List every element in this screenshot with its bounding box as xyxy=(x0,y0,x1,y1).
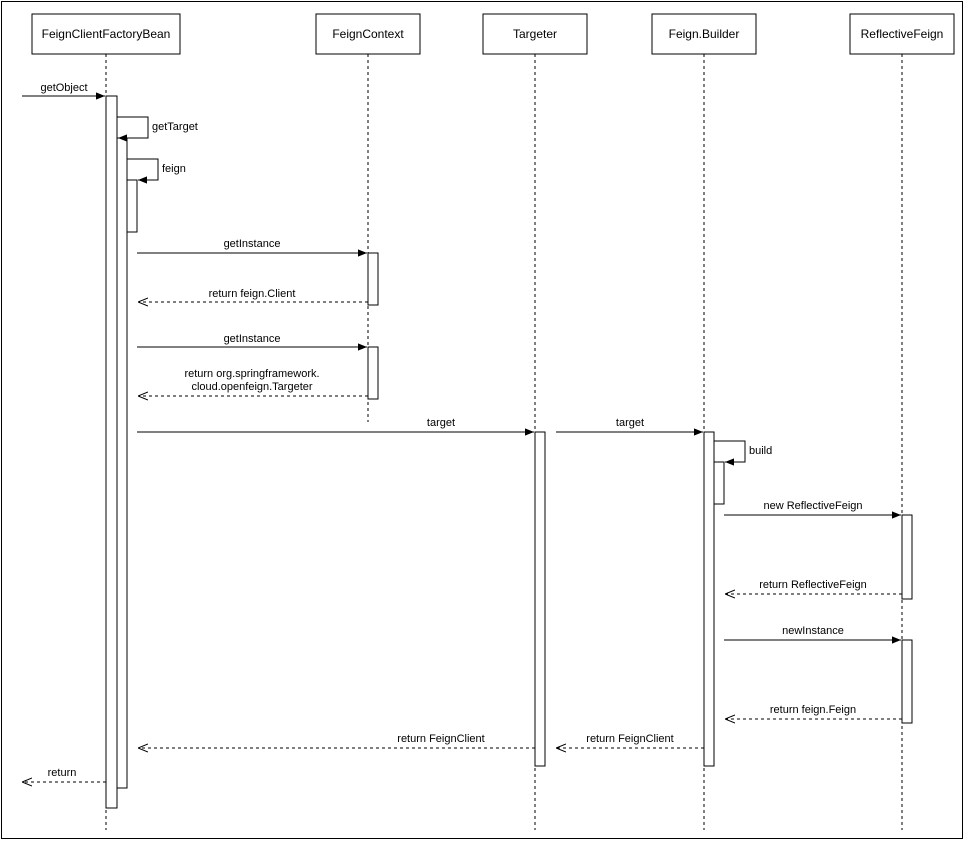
message-label: getInstance xyxy=(224,333,281,345)
message-label: newInstance xyxy=(782,625,844,637)
message-target-2: target xyxy=(556,417,703,436)
message-label: target xyxy=(427,417,455,429)
participant-label: FeignClientFactoryBean xyxy=(42,27,171,41)
participant-label: ReflectiveFeign xyxy=(861,27,944,41)
message-return-final: return xyxy=(22,767,106,782)
participant-label: Targeter xyxy=(513,27,557,41)
activation-bar-builder-outer xyxy=(703,431,715,767)
activation-bar-fcfb-feign xyxy=(126,179,138,233)
message-feign-self: feign xyxy=(127,158,186,184)
message-newinstance: newInstance xyxy=(724,625,901,644)
message-return-feignclient-targeter: return FeignClient xyxy=(138,733,535,748)
message-label: getInstance xyxy=(224,238,281,250)
message-label: return ReflectiveFeign xyxy=(759,579,867,591)
message-return-feignclient-builder: return FeignClient xyxy=(556,733,704,748)
message-label: new ReflectiveFeign xyxy=(763,500,862,512)
message-build-self: build xyxy=(714,440,772,466)
message-target-1: target xyxy=(137,417,534,436)
message-label: return FeignClient xyxy=(586,733,673,745)
participant-label: FeignContext xyxy=(332,27,404,41)
message-getobject: getObject xyxy=(22,82,105,100)
activation-bar-fcfb-outer xyxy=(105,95,118,809)
participant-feigncontext[interactable]: FeignContext xyxy=(315,13,421,55)
message-label: return feign.Feign xyxy=(770,704,856,716)
activation-bar-builder-build xyxy=(713,461,725,505)
message-label: build xyxy=(749,445,772,457)
message-return-reflectivefeign: return ReflectiveFeign xyxy=(725,579,902,594)
participant-feign-builder[interactable]: Feign.Builder xyxy=(651,13,757,55)
message-label: return feign.Client xyxy=(209,288,296,300)
message-label: feign xyxy=(162,163,186,175)
message-label: target xyxy=(616,417,644,429)
message-label: return FeignClient xyxy=(397,733,484,745)
message-gettarget-self: getTarget xyxy=(117,116,198,142)
message-getinstance-2: getInstance xyxy=(137,333,367,351)
activation-bar-reflectivefeign-2 xyxy=(901,639,913,724)
message-label: return xyxy=(48,767,77,779)
activation-bar-fcfb-gettarget xyxy=(116,137,128,789)
message-getinstance-1: getInstance xyxy=(137,238,367,257)
message-label-line-2: cloud.openfeign.Targeter xyxy=(191,381,312,393)
participant-feignclientfactorybean[interactable]: FeignClientFactoryBean xyxy=(31,13,181,55)
activation-bar-targeter xyxy=(534,431,546,767)
message-label-line-1: return org.springframework. xyxy=(184,368,319,380)
activation-bar-feigncontext-2 xyxy=(367,346,379,400)
message-label: getTarget xyxy=(152,121,198,133)
message-return-feign-feign: return feign.Feign xyxy=(725,704,902,719)
activation-bar-feigncontext-1 xyxy=(367,252,379,306)
participant-label: Feign.Builder xyxy=(669,27,740,41)
message-return-targeter: return org.springframework. cloud.openfe… xyxy=(138,368,368,396)
activation-bar-reflectivefeign-1 xyxy=(901,514,913,600)
participant-targeter[interactable]: Targeter xyxy=(482,13,588,55)
message-return-feign-client: return feign.Client xyxy=(138,288,368,302)
participant-reflectivefeign[interactable]: ReflectiveFeign xyxy=(849,13,955,55)
message-new-reflectivefeign: new ReflectiveFeign xyxy=(724,500,901,519)
message-label: getObject xyxy=(40,82,87,94)
